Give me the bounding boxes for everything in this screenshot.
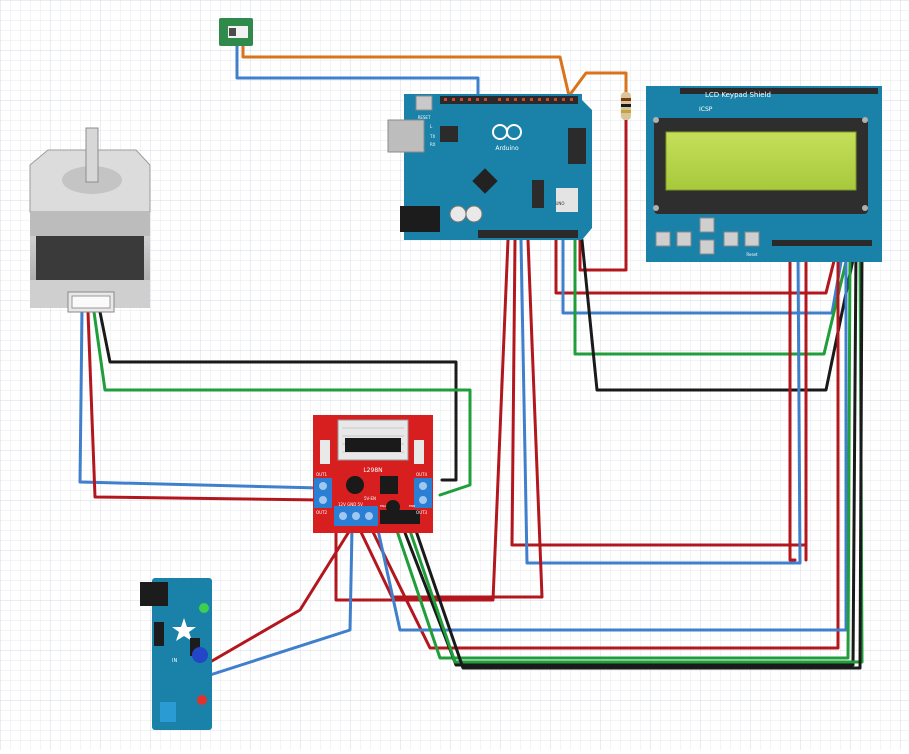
- driver-chip-label: L298N: [363, 467, 382, 474]
- stepper-motor[interactable]: [29, 127, 151, 313]
- arduino-reset-button[interactable]: [415, 95, 433, 111]
- wire-power-red[interactable]: [203, 528, 352, 667]
- power-potentiometer[interactable]: [192, 647, 208, 663]
- wire-driver-blue[interactable]: [376, 248, 848, 632]
- wires: [78, 34, 864, 677]
- driver-chip: [345, 438, 401, 452]
- driver-power-label: 12V GND 5V: [338, 502, 363, 507]
- lcd-shield-title: LCD Keypad Shield: [705, 91, 771, 99]
- key-reset[interactable]: [744, 231, 760, 247]
- driver-ena-label: ENA: [380, 504, 387, 508]
- power-module[interactable]: IN: [140, 578, 212, 730]
- wire-motor-black[interactable]: [98, 310, 458, 482]
- power-jack: [140, 582, 168, 606]
- driver-input-header[interactable]: [380, 510, 420, 524]
- wire-lcd-red-2[interactable]: [788, 243, 797, 562]
- motor-stator: [36, 236, 144, 280]
- driver-out34-terminal[interactable]: [414, 478, 432, 508]
- arduino-power-jack: [400, 206, 440, 232]
- driver-out3-label: OUT3: [416, 510, 428, 515]
- l298n-driver[interactable]: L298N 5V-EN OUT1 OUT2 OUT3 OUT4 12V GND …: [313, 415, 433, 533]
- driver-jumper-label: 5V-EN: [364, 496, 376, 501]
- key-left[interactable]: [676, 231, 692, 247]
- resistor[interactable]: [621, 92, 631, 120]
- arduino-small-chip: [440, 126, 458, 142]
- lcd-keypad-shield[interactable]: LCD Keypad Shield ICSP Reset: [646, 86, 882, 262]
- power-led-green: [199, 603, 209, 613]
- arduino-uno[interactable]: RESET Arduino UNO L TX RX: [387, 94, 592, 240]
- wire-motor-green[interactable]: [92, 310, 472, 497]
- wire-lcd-red-1[interactable]: [554, 238, 840, 295]
- power-logo-star: [172, 618, 196, 641]
- switch-knob[interactable]: [229, 28, 236, 36]
- power-in-label: IN: [172, 658, 177, 664]
- wire-resistor-orange[interactable]: [564, 71, 628, 102]
- lcd-icsp-label: ICSP: [699, 106, 713, 113]
- wire-lcd-black-1[interactable]: [580, 238, 858, 392]
- lcd-screen: [665, 131, 857, 191]
- lcd-bottom-header[interactable]: [772, 240, 872, 246]
- driver-out12-terminal[interactable]: [314, 478, 332, 508]
- power-led-red: [197, 695, 207, 705]
- power-module-board: [152, 578, 212, 730]
- arduino-reset-label: RESET: [418, 115, 431, 120]
- slide-switch[interactable]: [219, 18, 253, 46]
- wire-arduino-blue-down[interactable]: [519, 238, 802, 565]
- driver-out2-label: OUT2: [316, 510, 328, 515]
- wire-arduino-red-down-3[interactable]: [358, 238, 544, 599]
- key-down[interactable]: [699, 239, 715, 255]
- wire-driver-green-1[interactable]: [393, 248, 852, 660]
- wire-switch-orange[interactable]: [241, 34, 572, 102]
- key-select[interactable]: [655, 231, 671, 247]
- wire-power-blue[interactable]: [208, 528, 354, 677]
- wire-driver-black-2[interactable]: [412, 248, 864, 670]
- arduino-l-label: L: [430, 124, 433, 129]
- arduino-main-chip: [472, 168, 498, 194]
- driver-out4-label: OUT4: [416, 472, 428, 477]
- arduino-rx-label: RX: [430, 142, 436, 147]
- arduino-bottom-header[interactable]: [478, 230, 578, 238]
- wire-motor-red[interactable]: [86, 310, 324, 502]
- wire-motor-blue[interactable]: [78, 310, 322, 490]
- arduino-brand-label: Arduino: [495, 145, 519, 152]
- wire-switch-blue[interactable]: [235, 38, 480, 102]
- arduino-usb-port: [387, 119, 425, 153]
- wire-arduino-red-down-1[interactable]: [334, 238, 510, 602]
- lcd-top-header[interactable]: [680, 88, 878, 94]
- wire-driver-black-1[interactable]: [400, 248, 858, 667]
- arduino-tx-label: TX: [429, 134, 435, 139]
- wire-driver-red[interactable]: [370, 248, 840, 650]
- arduino-uno-label: UNO: [555, 201, 564, 206]
- lcd-keypad[interactable]: [655, 217, 760, 255]
- key-right[interactable]: [723, 231, 739, 247]
- lcd-reset-label: Reset: [746, 252, 758, 257]
- key-up[interactable]: [699, 217, 715, 233]
- power-switch[interactable]: [154, 622, 164, 646]
- power-output-terminal[interactable]: [160, 702, 176, 722]
- wire-arduino-red-down-2[interactable]: [510, 238, 808, 547]
- wire-resistor-red[interactable]: [578, 118, 628, 272]
- driver-enb-label: ENB: [409, 504, 415, 508]
- driver-out1-label: OUT1: [316, 472, 328, 477]
